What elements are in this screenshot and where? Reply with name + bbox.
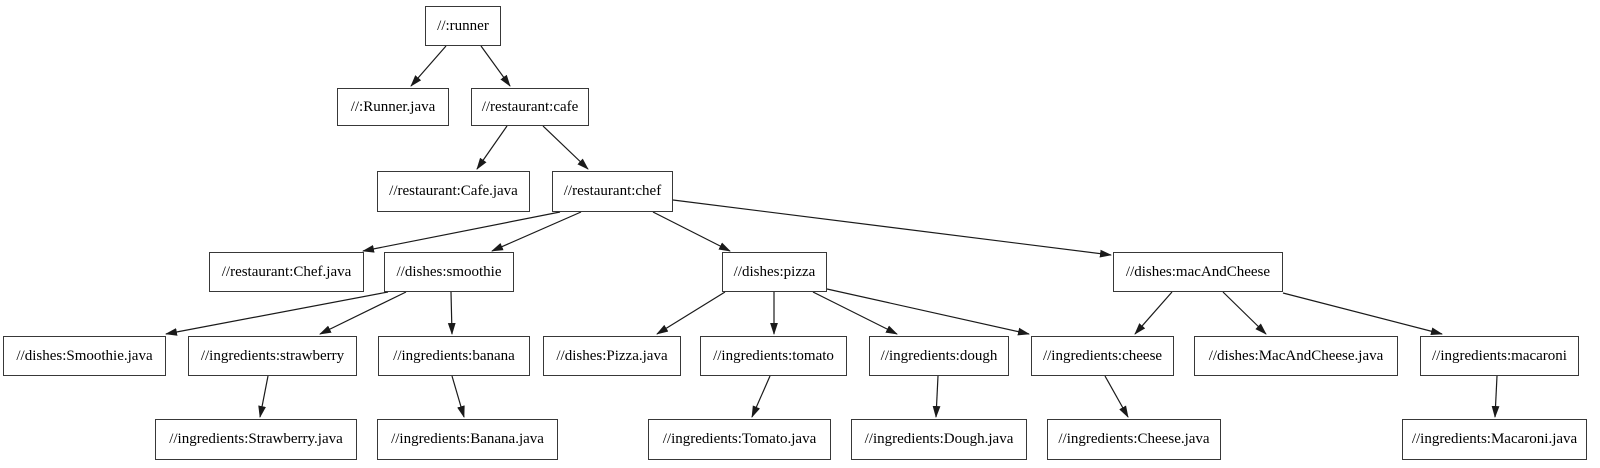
edge-mac-to-mac_java <box>1222 291 1267 335</box>
edge-cafe-to-cafe_java <box>476 125 508 170</box>
node-smoothie: //dishes:smoothie <box>384 252 514 292</box>
node-dough: //ingredients:dough <box>869 336 1009 376</box>
edge-runner-to-cafe <box>480 45 511 87</box>
node-label-smoothie: //dishes:smoothie <box>396 263 502 280</box>
node-label-smoothie_java: //dishes:Smoothie.java <box>16 347 153 364</box>
edge-strawberry-to-strawberry_java <box>258 375 269 418</box>
node-label-strawberry_java: //ingredients:Strawberry.java <box>169 431 343 447</box>
edge-pizza-to-cheese <box>826 288 1030 336</box>
node-label-chef: //restaurant:chef <box>563 183 662 199</box>
edge-runner-to-runner_java <box>410 45 447 87</box>
node-label-dough_java: //ingredients:Dough.java <box>864 431 1014 447</box>
node-chef_java: //restaurant:Chef.java <box>209 252 364 292</box>
node-label-macaroni: //ingredients:macaroni <box>1432 347 1567 364</box>
node-label-macaroni_java: //ingredients:Macaroni.java <box>1411 431 1578 447</box>
node-cheese_java: //ingredients:Cheese.java <box>1047 419 1221 460</box>
node-tomato: //ingredients:tomato <box>700 336 847 376</box>
node-label-runner: //:runner <box>437 17 489 34</box>
edge-cheese-to-cheese_java <box>1104 375 1129 418</box>
node-macaroni: //ingredients:macaroni <box>1420 336 1579 376</box>
node-pizza_java: //dishes:Pizza.java <box>543 336 681 376</box>
node-label-banana_java: //ingredients:Banana.java <box>391 431 544 447</box>
node-label-cheese_java: //ingredients:Cheese.java <box>1058 431 1210 447</box>
edge-mac-to-macaroni <box>1282 292 1443 336</box>
edge-tomato-to-tomato_java <box>751 375 771 418</box>
edge-smoothie-to-banana <box>447 291 456 335</box>
edge-dough-to-dough_java <box>932 375 941 418</box>
node-banana: //ingredients:banana <box>378 336 530 376</box>
edge-chef-to-chef_java <box>362 211 561 253</box>
node-runner: //:runner <box>425 6 501 46</box>
edge-pizza-to-dough <box>812 291 898 335</box>
node-pizza: //dishes:pizza <box>722 252 827 292</box>
node-macaroni_java: //ingredients:Macaroni.java <box>1402 419 1587 460</box>
node-label-cafe_java: //restaurant:Cafe.java <box>389 183 518 199</box>
node-strawberry: //ingredients:strawberry <box>188 336 357 376</box>
node-cafe: //restaurant:cafe <box>471 88 589 126</box>
node-label-strawberry: //ingredients:strawberry <box>200 347 345 364</box>
node-label-pizza: //dishes:pizza <box>733 263 816 280</box>
node-label-mac_java: //dishes:MacAndCheese.java <box>1208 347 1384 364</box>
edge-pizza-to-pizza_java <box>656 291 726 335</box>
node-dough_java: //ingredients:Dough.java <box>851 419 1027 460</box>
node-runner_java: //:Runner.java <box>337 88 449 126</box>
edge-chef-to-smoothie <box>491 211 582 252</box>
edge-mac-to-cheese <box>1134 291 1173 335</box>
node-label-pizza_java: //dishes:Pizza.java <box>556 347 668 364</box>
edge-smoothie-to-strawberry <box>319 291 407 335</box>
node-cheese: //ingredients:cheese <box>1031 336 1174 376</box>
edge-chef-to-pizza <box>652 211 731 252</box>
node-mac_java: //dishes:MacAndCheese.java <box>1194 336 1398 376</box>
edge-smoothie-to-smoothie_java <box>165 291 389 336</box>
node-label-banana: //ingredients:banana <box>393 347 515 364</box>
node-strawberry_java: //ingredients:Strawberry.java <box>155 419 357 460</box>
node-label-mac: //dishes:macAndCheese <box>1125 263 1271 280</box>
node-banana_java: //ingredients:Banana.java <box>377 419 558 460</box>
edge-macaroni-to-macaroni_java <box>1491 375 1500 418</box>
node-label-tomato: //ingredients:tomato <box>713 347 834 364</box>
node-label-cafe: //restaurant:cafe <box>481 98 579 115</box>
edge-cafe-to-chef <box>542 125 589 170</box>
node-chef: //restaurant:chef <box>552 171 673 212</box>
edge-chef-to-mac <box>672 199 1112 258</box>
node-tomato_java: //ingredients:Tomato.java <box>648 419 831 460</box>
node-label-chef_java: //restaurant:Chef.java <box>221 263 352 280</box>
node-mac: //dishes:macAndCheese <box>1113 252 1283 292</box>
node-smoothie_java: //dishes:Smoothie.java <box>3 336 166 376</box>
node-label-cheese: //ingredients:cheese <box>1042 347 1163 364</box>
node-label-dough: //ingredients:dough <box>880 347 998 364</box>
node-label-runner_java: //:Runner.java <box>350 98 436 115</box>
node-cafe_java: //restaurant:Cafe.java <box>377 171 530 212</box>
node-label-tomato_java: //ingredients:Tomato.java <box>662 431 817 447</box>
edge-banana-to-banana_java <box>451 375 465 418</box>
